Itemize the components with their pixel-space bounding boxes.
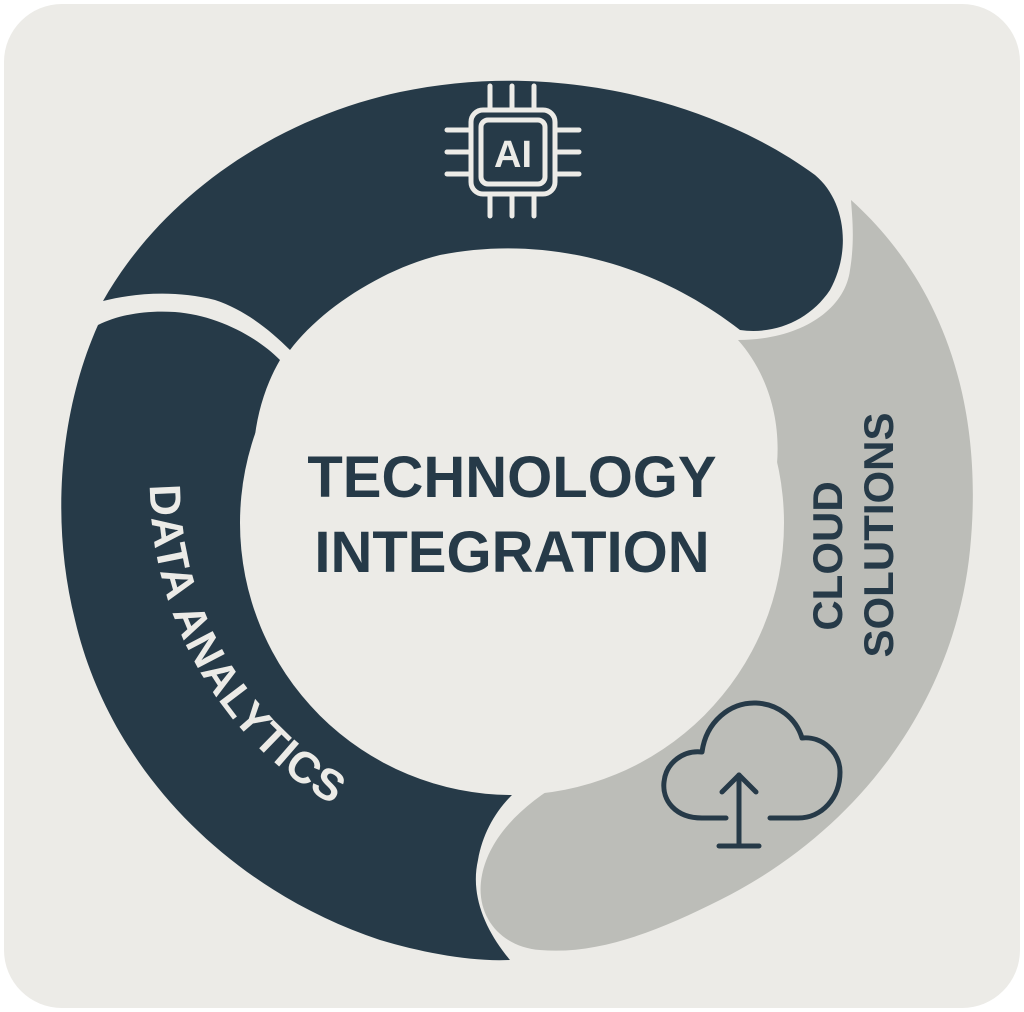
ai-segment (103, 80, 843, 351)
cloud-label-line-2: SOLUTIONS (855, 412, 902, 657)
center-disk (240, 251, 784, 795)
ai-chip-icon (444, 83, 582, 219)
center-title-line-2: INTEGRATION (314, 520, 709, 585)
ai-chip-label: AI (494, 134, 532, 176)
cloud-upload-icon (661, 700, 843, 849)
center-title-line-1: TECHNOLOGY (307, 445, 716, 510)
cloud-label-line-1: CLOUD (804, 481, 851, 630)
